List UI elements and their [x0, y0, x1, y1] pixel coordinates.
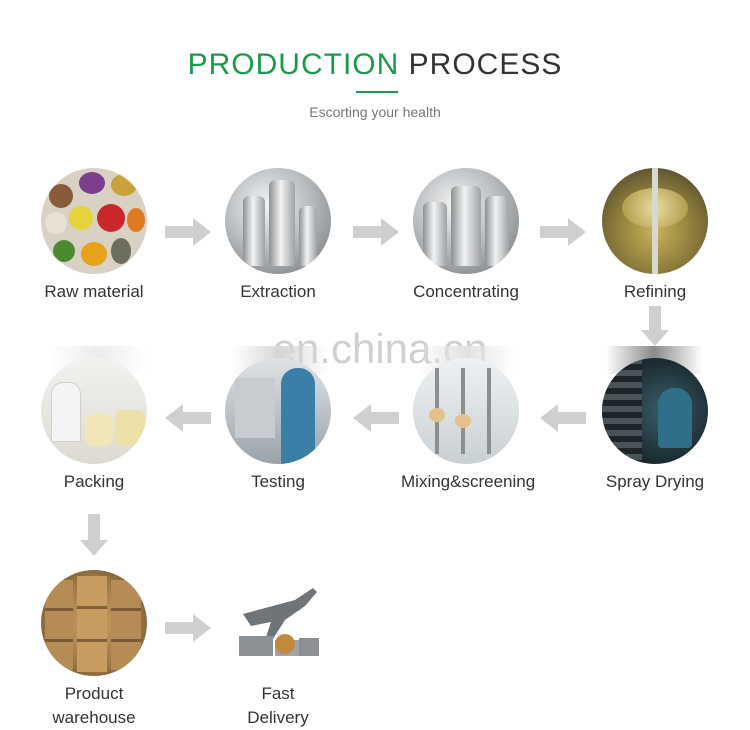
page-title: PRODUCTION PROCESS	[0, 48, 750, 82]
testing-photo	[225, 358, 331, 464]
arrow-right-icon	[165, 218, 211, 246]
packing-photo	[41, 358, 147, 464]
arrow-left-icon	[353, 404, 399, 432]
arrow-right-icon	[165, 614, 211, 642]
arrow-left-icon	[540, 404, 586, 432]
step-label: Packing	[29, 470, 159, 494]
title-rest: PROCESS	[409, 48, 563, 81]
step-label: Extraction	[213, 280, 343, 304]
arrow-left-icon	[165, 404, 211, 432]
concentrating-photo	[413, 168, 519, 274]
step-concentrating: Concentrating	[401, 168, 531, 304]
step-label: Testing	[213, 470, 343, 494]
spray-drying-photo	[602, 358, 708, 464]
step-label: Mixing&screening	[401, 470, 531, 494]
mixing-screening-photo	[413, 358, 519, 464]
fast-delivery-photo	[225, 570, 331, 676]
arrow-down-icon	[80, 514, 108, 556]
step-extraction: Extraction	[213, 168, 343, 304]
airplane-icon	[225, 570, 331, 676]
arrow-down-icon	[641, 306, 669, 346]
raw-material-photo	[41, 168, 147, 274]
product-warehouse-photo	[41, 570, 147, 676]
step-label: Concentrating	[401, 280, 531, 304]
step-refining: Refining	[590, 168, 720, 304]
refining-photo	[602, 168, 708, 274]
step-mixing-screening: Mixing&screening	[401, 358, 531, 494]
extraction-photo	[225, 168, 331, 274]
step-testing: Testing	[213, 358, 343, 494]
step-spray-drying: Spray Drying	[590, 358, 720, 494]
title-highlight: PRODUCTION	[188, 48, 400, 81]
step-packing: Packing	[29, 358, 159, 494]
step-raw-material: Raw material	[29, 168, 159, 304]
step-label: Spray Drying	[590, 470, 720, 494]
page-subtitle: Escorting your health	[0, 104, 750, 120]
arrow-right-icon	[353, 218, 399, 246]
arrow-right-icon	[540, 218, 586, 246]
step-label: Refining	[590, 280, 720, 304]
step-label: Raw material	[29, 280, 159, 304]
title-underline	[356, 91, 398, 93]
